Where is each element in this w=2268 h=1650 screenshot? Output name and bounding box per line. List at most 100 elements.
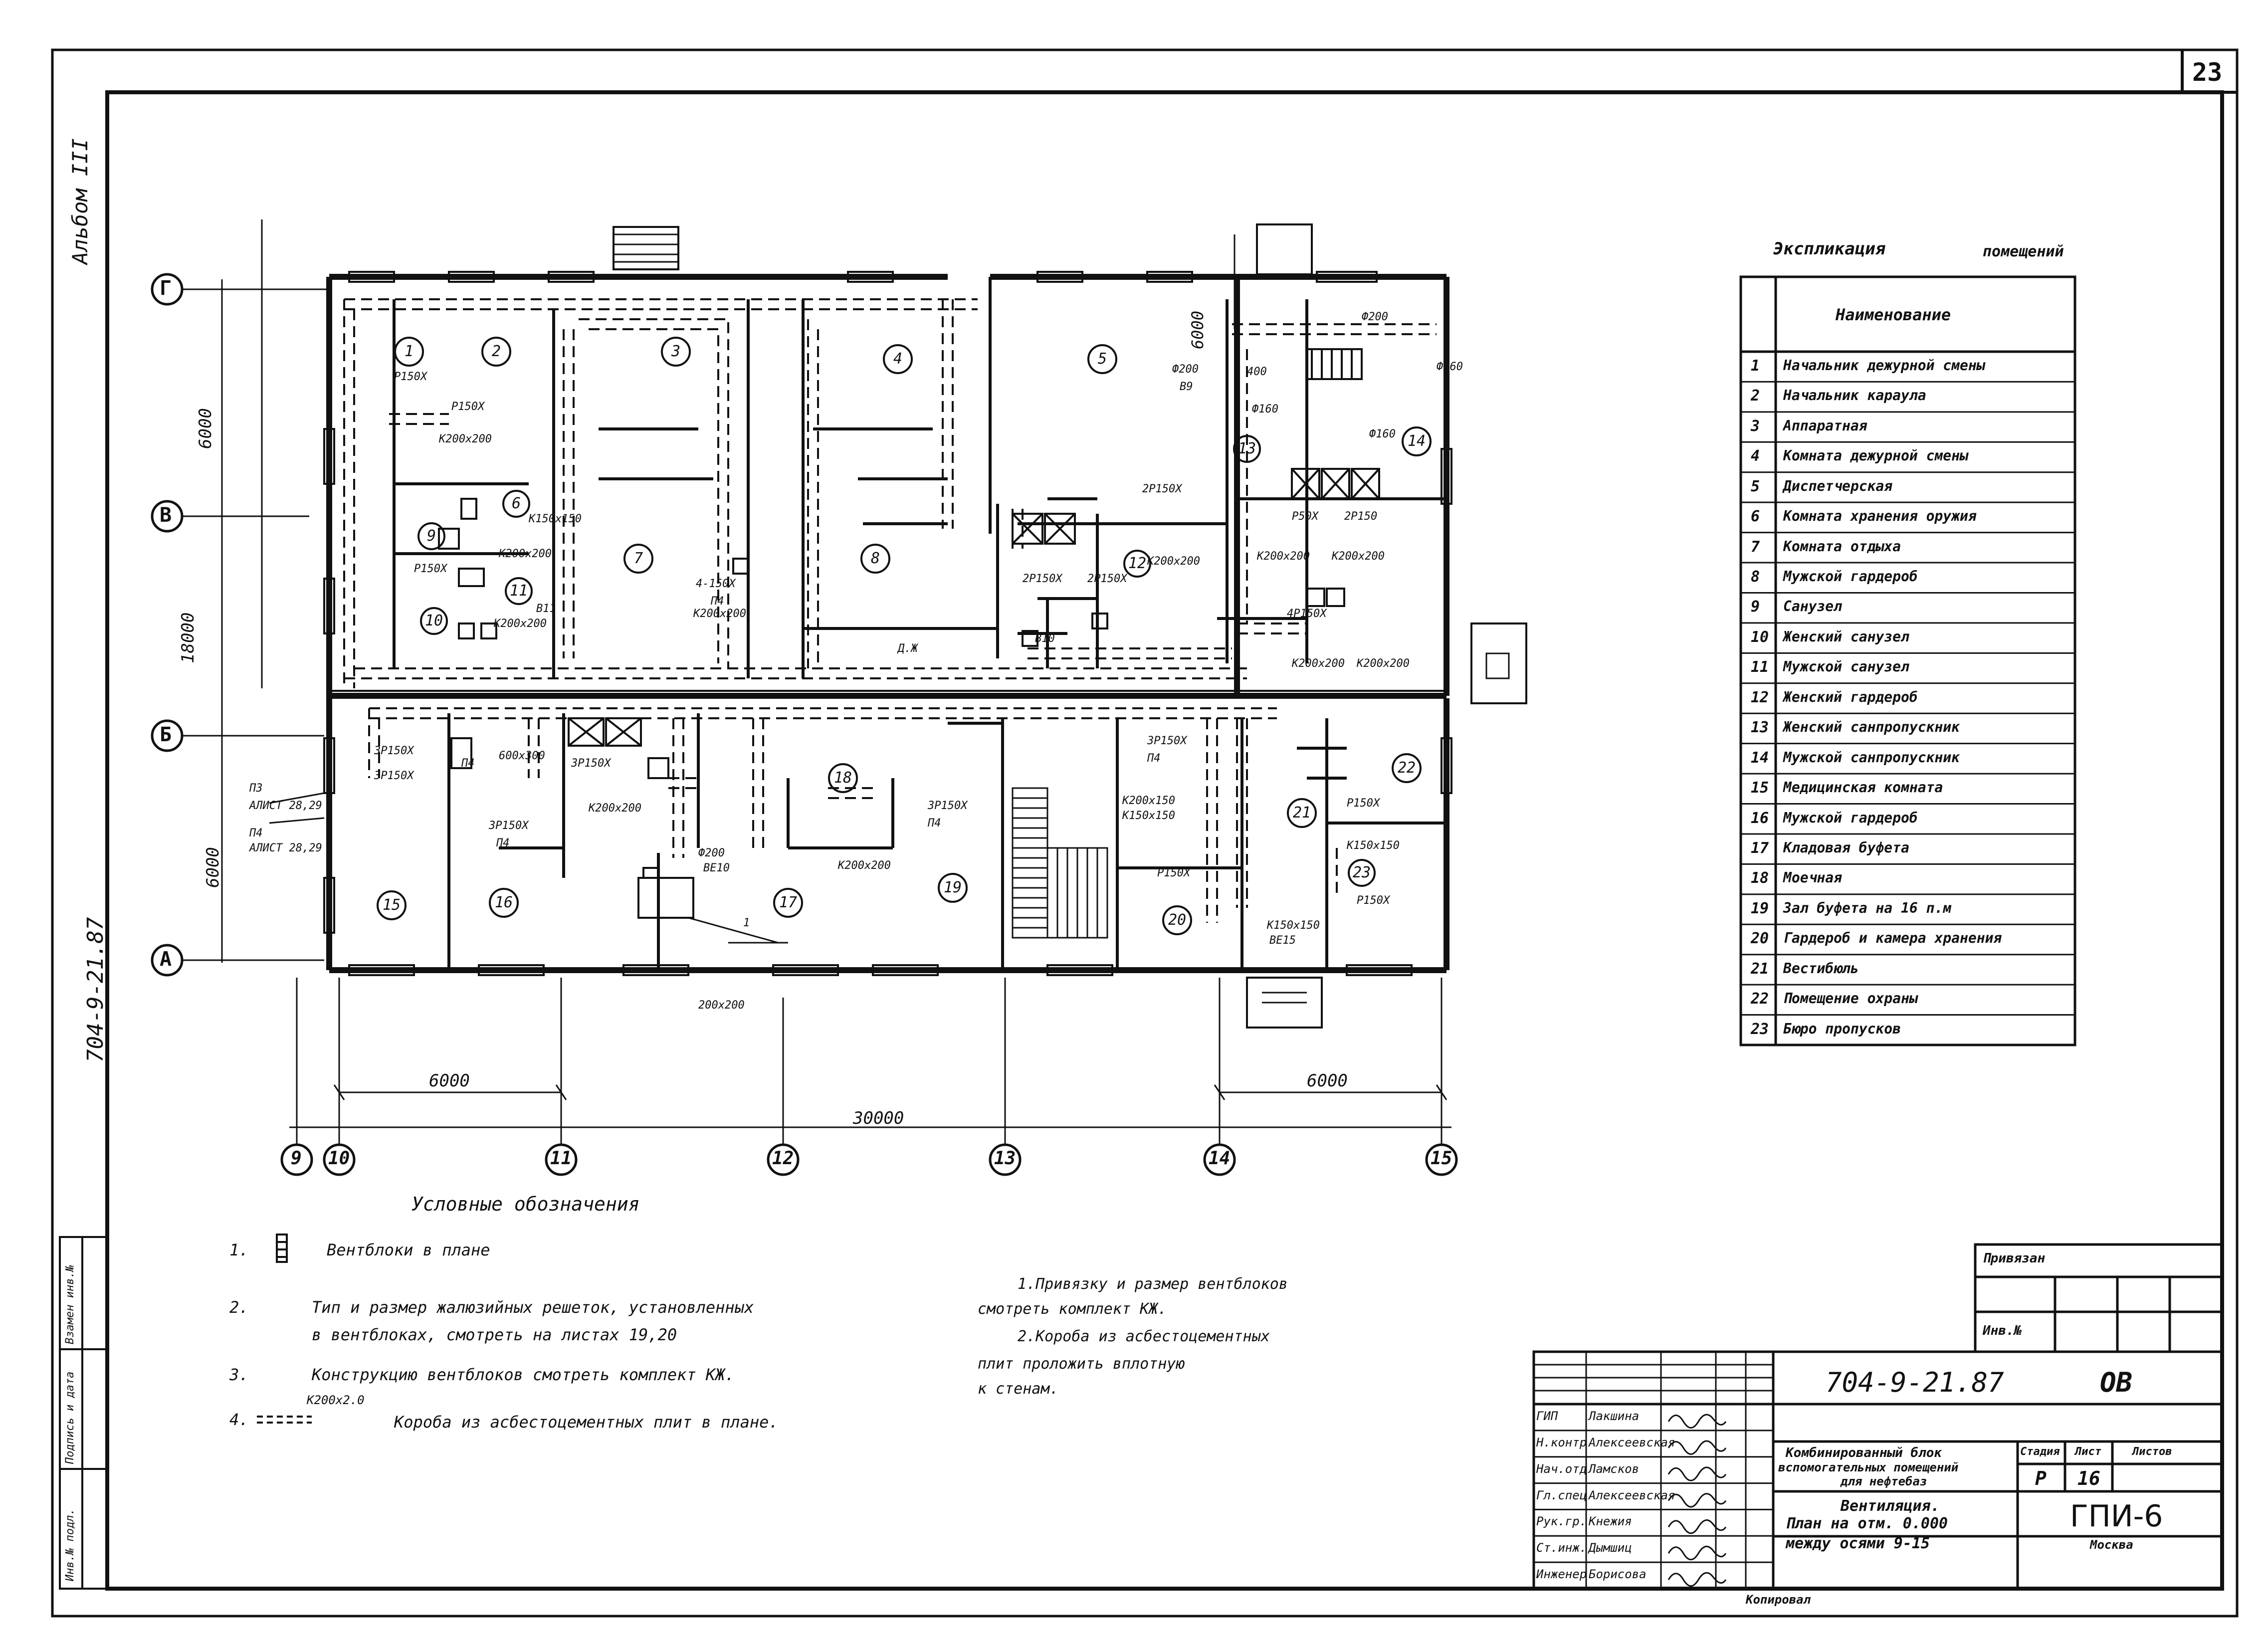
plan-label-r9: 4Р150Х (1287, 608, 1327, 620)
plan-label-b9: В9 (1180, 381, 1193, 393)
explication-row-name: Начальник караула (1783, 387, 1926, 404)
room-number-6: 6 (512, 495, 521, 512)
leaders (269, 792, 788, 944)
building-walls (326, 274, 1449, 973)
plan-label-r17: Р150Х (1347, 797, 1380, 810)
explication-row-name: Аппаратная (1783, 417, 1867, 434)
windows (323, 271, 1452, 976)
explication-row-name: Кладовая буфета (1783, 839, 1909, 856)
axis-row-g: Г (160, 277, 172, 300)
plan-label-k5: К200х200 (693, 608, 746, 620)
room-number-18: 18 (834, 769, 852, 787)
plan-label-k3: К200х200 (499, 548, 552, 560)
plan-label-p4f: П4 (1147, 752, 1161, 765)
plan-label-p4a: 4-150Х (696, 578, 736, 590)
room-number-8: 8 (871, 550, 880, 567)
explication-row-num: 14 (1751, 749, 1769, 767)
explication-row-name: Мужской санузел (1783, 658, 1909, 675)
legend-item-1-num: 1. (229, 1240, 249, 1259)
axis-col-14: 14 (1209, 1148, 1231, 1169)
room-number-14: 14 (1408, 432, 1426, 450)
explication-row-name: Помещение охраны (1783, 990, 1918, 1007)
note-line-4: плит проложить вплотную (978, 1355, 1185, 1373)
legend-item-2: Тип и размер жалюзийных решеток, установ… (312, 1298, 754, 1317)
explication-row-num: 22 (1751, 990, 1769, 1008)
plan-label-p4b: П4 (711, 595, 724, 608)
plan-label-r12: 3Р150Х (571, 757, 611, 770)
plan-label-k2: К150х150 (529, 513, 582, 525)
legend-duct-symbol: К200х2.0 (307, 1393, 365, 1407)
explication-header: Наименование (1836, 305, 1951, 324)
plan-label-k10: К200х200 (1357, 657, 1410, 670)
legend-item-2b: в вентблоках, смотреть на листах 19,20 (312, 1325, 677, 1344)
note-line-1: 1.Привязку и размер вентблоков (1018, 1275, 1288, 1293)
legend-item-4-num: 4. (229, 1410, 249, 1429)
stamp-title-1: Вентиляция. (1841, 1497, 1940, 1515)
explication-row-num: 12 (1751, 688, 1769, 706)
plan-label-r4: 2Р150Х (1142, 483, 1182, 495)
side-col-3: Взамен инв.№ (64, 1265, 76, 1344)
side-col-1: Инв.№ подл. (64, 1508, 76, 1581)
stamp-code: 704-9-21.87 (1826, 1367, 2004, 1398)
plan-label-one: 1 (743, 917, 750, 929)
stamp-role: Н.контр (1536, 1435, 1587, 1449)
plan-label-p4c: П4 (461, 757, 475, 770)
explication-row-num: 13 (1751, 719, 1769, 737)
inner-border (105, 90, 2224, 1591)
axis-row-a: А (160, 948, 172, 971)
stamp-mark: ОВ (2100, 1367, 2133, 1398)
explication-row-num: 5 (1751, 477, 1760, 495)
plan-label-k13: К200х200 (838, 859, 891, 872)
dim-left-bottom: 6000 (203, 847, 223, 888)
plan-label-be15: ВЕ15 (1269, 934, 1296, 947)
outer-border (51, 48, 2239, 1618)
stamp-name: Алексеевская (1589, 1488, 1675, 1502)
explication-row-num: 18 (1751, 869, 1769, 887)
dim-bottom-right: 6000 (1307, 1071, 1348, 1091)
plan-label-r1: Р150Х (394, 371, 427, 383)
plan-label-phi160a: Ф160 (1437, 361, 1463, 373)
plan-label-k16: К150х150 (1347, 839, 1400, 852)
explication-row-name: Мужской гардероб (1783, 568, 1918, 585)
explication-row-name: Медицинская комната (1783, 779, 1943, 796)
side-col-2: Подпись и дата (64, 1371, 76, 1464)
explication-row-name: Зал буфета на 16 п.м (1783, 899, 1952, 916)
explication-row-num: 1 (1751, 357, 1760, 375)
stamp-role: Инженер (1536, 1567, 1587, 1582)
plan-label-phi160c: Ф160 (1369, 428, 1396, 440)
plan-label-k17: К150х150 (1267, 919, 1320, 932)
explication-row-name: Комната отдыха (1783, 538, 1901, 555)
plan-label-r7: Р50Х (1292, 510, 1318, 523)
plan-label-p4e: П4 (928, 817, 941, 829)
plan-label-p3s: АЛИСТ 28,29 (249, 800, 322, 812)
explication-row-name: Гардероб и камера хранения (1783, 930, 2002, 947)
explication-row-num: 19 (1751, 899, 1769, 917)
stamp-row-lines (1534, 1364, 1773, 1590)
explication-row-num: 23 (1751, 1020, 1769, 1038)
stamp-privyazan: Привязан (1983, 1251, 2046, 1266)
stamp-project-3: для нефтебаз (1841, 1474, 1927, 1488)
stamp-title-2: План на отм. 0.000 (1786, 1515, 1948, 1532)
explication-row-num: 6 (1751, 508, 1760, 526)
axis-col-9: 9 (291, 1148, 302, 1169)
explication-title-right: помещений (1983, 243, 2064, 260)
plan-label-phi200a: Ф200 (1172, 363, 1199, 376)
sheet-number: 23 (2192, 58, 2223, 87)
stamp-city: Москва (2090, 1538, 2133, 1552)
explication-row-num: 3 (1751, 417, 1760, 435)
explication-title-left: Экспликация (1773, 239, 1886, 259)
explication-row-num: 11 (1751, 658, 1769, 676)
axis-col-11: 11 (550, 1148, 572, 1169)
explication-row-num: 7 (1751, 538, 1760, 556)
stamp-sheet: 16 (2077, 1467, 2100, 1489)
signature-scribble (1667, 1572, 1727, 1587)
explication-row-num: 2 (1751, 387, 1760, 405)
axis-lines (182, 219, 1443, 1145)
sanitary-fixtures (438, 498, 1345, 779)
dim-left-top: 6000 (196, 408, 215, 449)
vent-blocks (450, 348, 1380, 919)
room-number-13: 13 (1238, 440, 1256, 457)
room-number-20: 20 (1168, 911, 1187, 929)
